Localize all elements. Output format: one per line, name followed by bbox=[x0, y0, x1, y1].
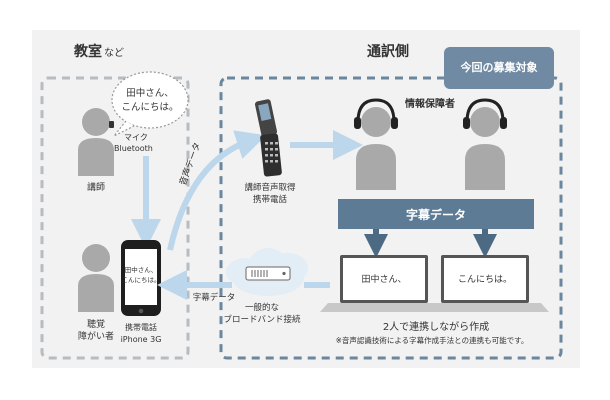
classroom-title-suffix: など bbox=[104, 47, 124, 59]
hearing-impaired-label-2: 障がい者 bbox=[78, 330, 114, 342]
headphones-icon bbox=[356, 98, 396, 123]
recruitment-badge: 今回の募集対象 bbox=[444, 47, 554, 89]
laptop-left: 田中さん、 bbox=[320, 255, 448, 312]
collaboration-label: 2人で連携しながら作成 bbox=[383, 320, 489, 333]
broadband-label-2: ブロードバンド接続 bbox=[224, 314, 301, 325]
hearing-impaired-label-1: 聴覚 bbox=[87, 318, 105, 330]
speech-line-1: 田中さん、 bbox=[126, 87, 174, 99]
iphone-device: 田中さん、 こんにちは。 bbox=[121, 240, 161, 316]
classroom-title: 教室 bbox=[74, 43, 102, 60]
headphones-icon bbox=[465, 98, 505, 123]
laptop-right: こんにちは。 bbox=[421, 255, 549, 312]
mobile-label-2: 携帯電話 bbox=[253, 194, 288, 205]
speech-line-2: こんにちは。 bbox=[121, 102, 178, 113]
teacher-figure bbox=[78, 108, 114, 176]
laptop-left-text: 田中さん、 bbox=[361, 273, 406, 285]
caption-bar-label: 字幕データ bbox=[406, 207, 466, 222]
interpreter-title: 通訳側 bbox=[367, 43, 409, 60]
footnote: ※音声認識技術による字幕作成手法との連携も可能です。 bbox=[336, 335, 529, 345]
operator-figure-1 bbox=[354, 98, 398, 190]
phone-label-2: iPhone 3G bbox=[121, 335, 162, 344]
speech-bubble: 田中さん、 こんにちは。 bbox=[111, 71, 189, 137]
mic-label-2: Bluetooth bbox=[114, 144, 153, 153]
laptop-right-text: こんにちは。 bbox=[458, 274, 512, 285]
caption-data-label: 字幕データ bbox=[193, 292, 236, 303]
interpreter-box bbox=[219, 76, 563, 360]
hearing-impaired-figure bbox=[78, 244, 114, 312]
audio-data-arrow bbox=[167, 130, 267, 251]
badge-label: 今回の募集対象 bbox=[460, 60, 538, 74]
caption-data-bar: 字幕データ bbox=[338, 199, 534, 229]
mobile-label-1: 講師音声取得 bbox=[244, 182, 296, 193]
phone-screen-line-2: こんにちは。 bbox=[122, 276, 161, 284]
teacher-label: 講師 bbox=[87, 181, 105, 193]
mobile-phone-device bbox=[254, 99, 282, 177]
info-support-label: 情報保障者 bbox=[405, 97, 455, 110]
broadband-label-1: 一般的な bbox=[245, 302, 279, 313]
operator-figure-2 bbox=[463, 98, 507, 190]
phone-screen-line-1: 田中さん、 bbox=[125, 265, 158, 274]
bluetooth-headset-icon bbox=[109, 121, 114, 128]
mic-label-1: マイク bbox=[124, 133, 148, 142]
router-icon bbox=[245, 266, 291, 281]
phone-label-1: 携帯電話 bbox=[125, 322, 157, 332]
